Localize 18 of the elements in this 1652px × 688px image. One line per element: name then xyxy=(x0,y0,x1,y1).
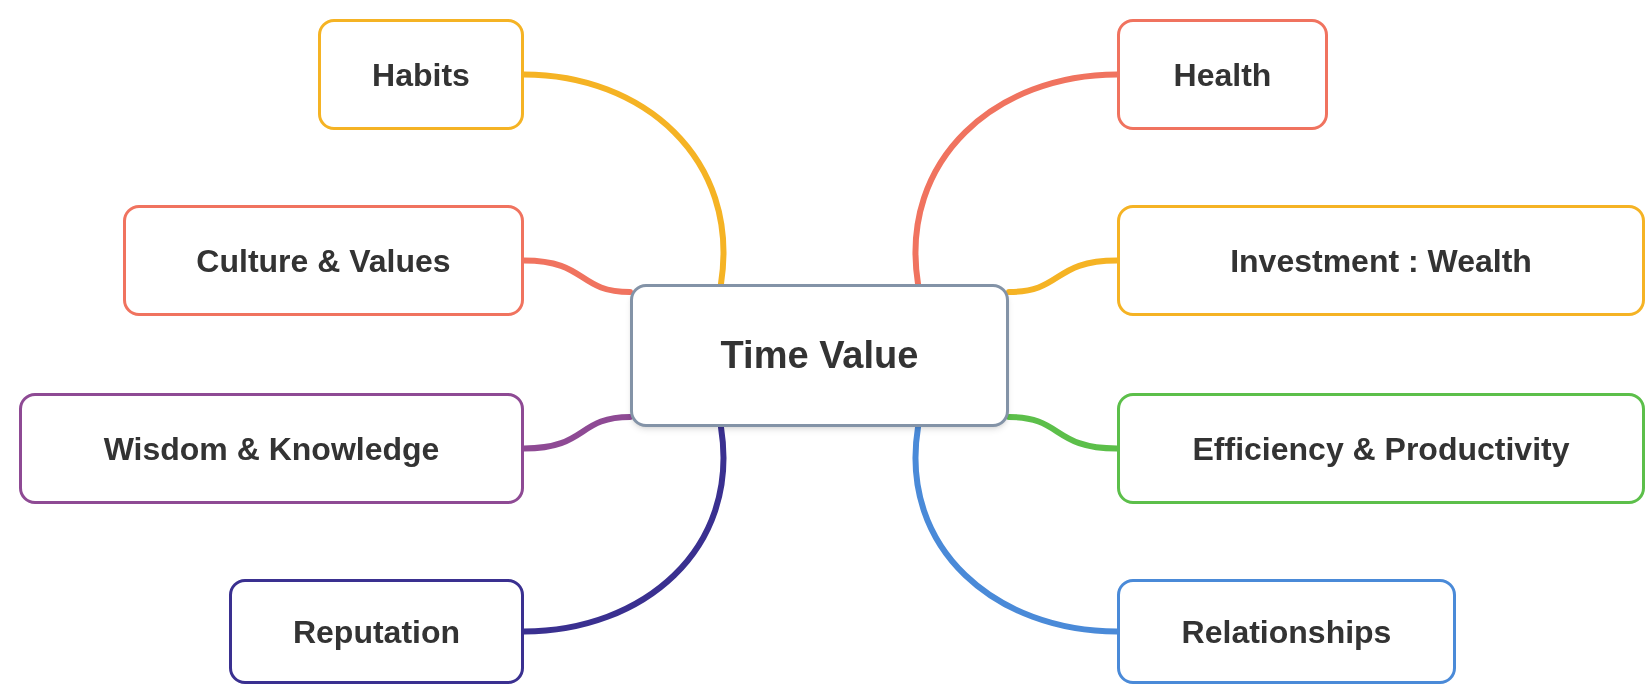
topic-box xyxy=(318,19,524,130)
topic-box xyxy=(1117,205,1645,316)
topic-label: Reputation xyxy=(292,612,461,652)
topic-label: Culture & Values xyxy=(196,241,451,281)
topic-label: Investment : Wealth xyxy=(1230,241,1532,281)
topic-box xyxy=(1117,393,1645,504)
topic-label: Relationships xyxy=(1181,612,1392,652)
topic-box xyxy=(19,393,524,504)
topic-box xyxy=(1117,19,1328,130)
central-topic-box xyxy=(630,284,1009,427)
topic-box xyxy=(123,205,524,316)
topic-label: Time Value xyxy=(720,333,919,378)
topic-label: Health xyxy=(1173,55,1272,95)
topic-label: Efficiency & Productivity xyxy=(1192,429,1570,469)
topic-label: Habits xyxy=(372,55,470,95)
topic-box xyxy=(229,579,524,684)
topic-label: Wisdom & Knowledge xyxy=(103,429,440,469)
topic-box xyxy=(1117,579,1456,684)
